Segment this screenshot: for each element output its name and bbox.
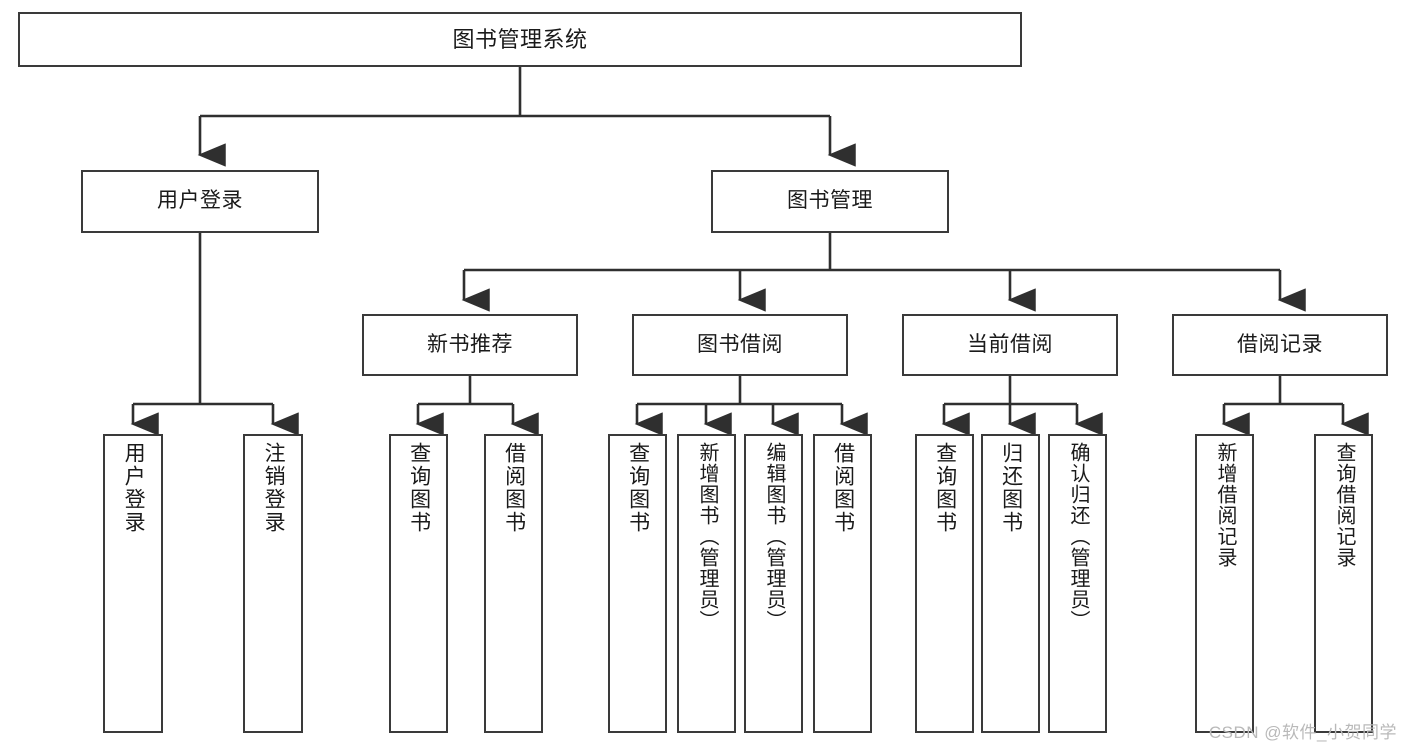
node-label: 图书管理: [787, 189, 873, 213]
node-leaf-query-book-2[interactable]: 查询图书: [608, 434, 667, 733]
node-leaf-add-book[interactable]: 新增图书（管理员）: [677, 434, 736, 733]
node-label: 查询图书: [626, 442, 650, 534]
node-leaf-confirm-return[interactable]: 确认归还（管理员）: [1048, 434, 1107, 733]
node-label: 用户登录: [122, 442, 146, 534]
node-book-borrow[interactable]: 图书借阅: [632, 314, 848, 376]
node-label: 借阅图书: [502, 442, 526, 534]
node-label: 借阅图书: [831, 442, 855, 534]
node-leaf-user-login[interactable]: 用户登录: [103, 434, 163, 733]
node-book-management[interactable]: 图书管理: [711, 170, 949, 233]
node-leaf-query-book-3[interactable]: 查询图书: [915, 434, 974, 733]
node-leaf-borrow-book-2[interactable]: 借阅图书: [813, 434, 872, 733]
node-user-login[interactable]: 用户登录: [81, 170, 319, 233]
node-label: 编辑图书（管理员）: [763, 442, 785, 631]
node-label: 新增借阅记录: [1214, 442, 1236, 568]
node-new-book-recommend[interactable]: 新书推荐: [362, 314, 578, 376]
node-label: 借阅记录: [1237, 332, 1323, 356]
node-label: 用户登录: [157, 189, 243, 213]
node-label: 图书管理系统: [452, 26, 588, 52]
node-leaf-return-book[interactable]: 归还图书: [981, 434, 1040, 733]
node-current-borrow[interactable]: 当前借阅: [902, 314, 1118, 376]
node-label: 新增图书（管理员）: [696, 442, 718, 631]
watermark-text: CSDN @软件_小贺同学: [1208, 723, 1397, 742]
node-label: 查询图书: [933, 442, 957, 534]
node-label: 确认归还（管理员）: [1067, 442, 1089, 631]
node-leaf-borrow-book-1[interactable]: 借阅图书: [484, 434, 543, 733]
node-leaf-query-record[interactable]: 查询借阅记录: [1314, 434, 1373, 733]
node-label: 查询图书: [407, 442, 431, 534]
node-borrow-record[interactable]: 借阅记录: [1172, 314, 1388, 376]
node-leaf-edit-book[interactable]: 编辑图书（管理员）: [744, 434, 803, 733]
node-label: 当前借阅: [967, 332, 1053, 356]
node-leaf-logout-login[interactable]: 注销登录: [243, 434, 303, 733]
node-root-system[interactable]: 图书管理系统: [18, 12, 1022, 67]
node-label: 图书借阅: [697, 332, 783, 356]
node-label: 注销登录: [262, 442, 286, 534]
node-leaf-query-book-1[interactable]: 查询图书: [389, 434, 448, 733]
node-leaf-add-record[interactable]: 新增借阅记录: [1195, 434, 1254, 733]
node-label: 归还图书: [999, 442, 1023, 534]
node-label: 查询借阅记录: [1333, 442, 1355, 568]
node-label: 新书推荐: [427, 332, 513, 356]
